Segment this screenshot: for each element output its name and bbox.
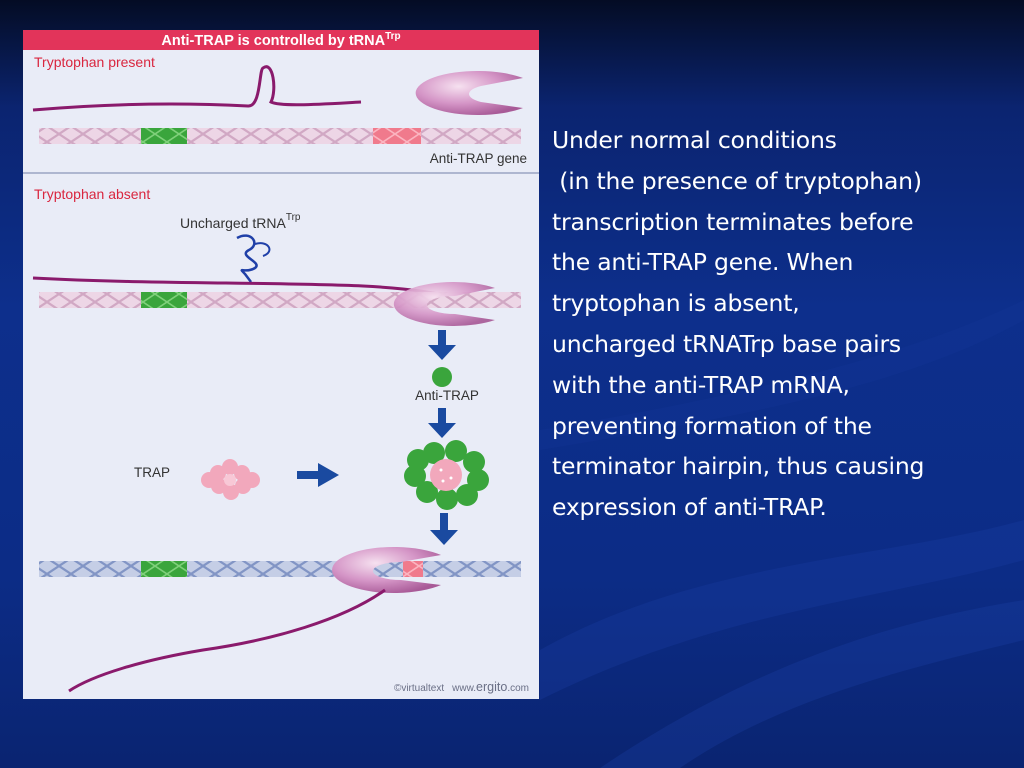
arrow-down-3	[430, 513, 458, 545]
arrow-right	[297, 463, 339, 487]
body-line: preventing formation of the	[552, 411, 872, 440]
label-anti-trap: Anti-TRAP	[415, 388, 479, 403]
rna-polymerase-middle	[393, 282, 495, 326]
title-bar	[23, 30, 539, 50]
trap-antitrap-complex	[404, 440, 489, 510]
label-anti-trap-gene: Anti-TRAP gene	[430, 151, 527, 166]
dna-middle-green-region	[141, 292, 187, 308]
rna-polymerase-bottom	[331, 547, 441, 593]
dna-bottom-green-region	[141, 561, 187, 577]
mrna-hairpin	[32, 65, 362, 112]
body-line: transcription terminates before	[552, 207, 914, 236]
dna-bottom	[39, 561, 521, 577]
label-uncharged-trna: Uncharged tRNATrp	[180, 212, 301, 231]
body-line: Under normal conditions	[552, 126, 837, 154]
dna-top-green-region	[141, 128, 187, 144]
body-line: terminator hairpin, thus causing	[552, 452, 925, 481]
body-line: with the anti-TRAP mRNA,	[552, 370, 850, 399]
anti-trap-protein	[432, 367, 452, 387]
dna-top	[39, 128, 521, 144]
trap-protein-ring	[201, 459, 260, 500]
figure-panel: Anti-TRAP is controlled by tRNATrp Trypt…	[23, 30, 539, 699]
body-line: uncharged tRNATrp base pairs	[552, 329, 901, 358]
body-line: expression of anti-TRAP.	[552, 493, 827, 522]
label-trap: TRAP	[134, 465, 170, 480]
dna-bottom-antitrap-region	[403, 561, 423, 577]
label-tryptophan-present: Tryptophan present	[34, 54, 155, 70]
figure-title: Anti-TRAP is controlled by tRNATrp	[161, 31, 400, 49]
label-tryptophan-absent: Tryptophan absent	[34, 186, 150, 202]
body-line: (in the presence of tryptophan)	[552, 166, 922, 195]
slide-body-text: Under normal conditions (in the presence…	[552, 120, 1022, 528]
rna-polymerase-top	[415, 71, 523, 116]
anti-trap-diagram: Anti-TRAP is controlled by tRNATrp Trypt…	[23, 30, 539, 694]
arrow-down-1	[428, 330, 456, 360]
trna-molecule-arm	[254, 242, 271, 257]
body-line: the anti-TRAP gene. When	[552, 248, 854, 277]
dna-top-antitrap-region	[373, 128, 421, 144]
body-line: tryptophan is absent,	[552, 289, 800, 318]
arrow-down-2	[428, 408, 456, 438]
mrna-transcript	[68, 588, 386, 693]
trna-molecule	[236, 234, 258, 283]
